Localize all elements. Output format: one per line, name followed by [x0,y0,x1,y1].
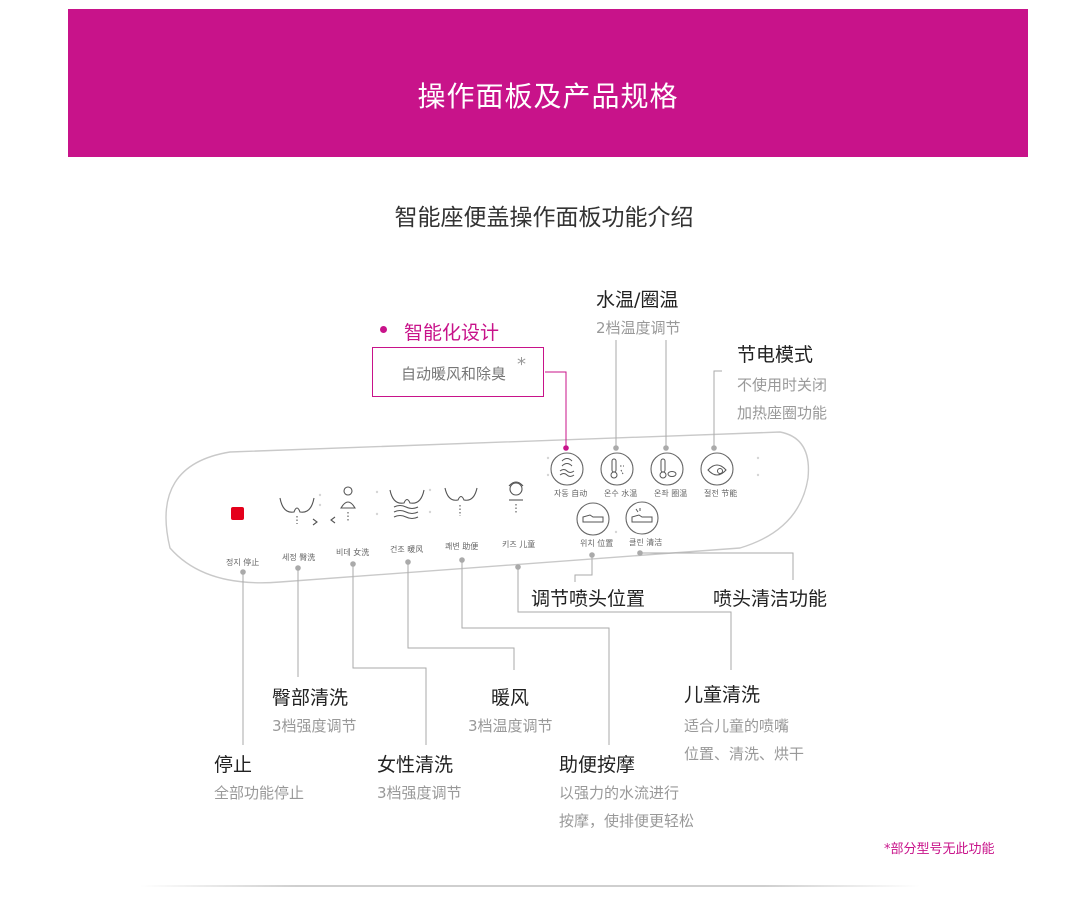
rear-wash-icon [279,497,318,526]
nozzle-clean-button [625,501,659,535]
smart-design-callout: 自动暖风和除臭 * [372,347,544,397]
panel-dots [318,456,760,534]
panel-outline [165,431,810,584]
female-wash-title: 女性清洗 [377,754,454,776]
eco-power-icon [707,464,727,476]
water-panel-label: 온수 水温 [604,488,637,498]
female-wash-desc: 3档强度调节 [377,784,462,802]
fan-deodorize-icon [559,458,575,477]
kids-panel-label: 키즈 儿童 [502,539,535,549]
seat-panel-label: 온좌 圈温 [654,489,687,498]
eco-title: 节电模式 [737,344,814,366]
eco-desc-1: 不使用时关闭 [737,376,828,394]
leader-dots [240,445,717,575]
eco-button [700,452,734,486]
section-title: 智能座便盖操作面板功能介绍 [394,205,694,231]
dry-air-icon [389,489,425,520]
rear-wash-title: 臀部清洗 [272,687,349,709]
seat-temp-button [650,452,684,486]
kids-wash-desc-2: 位置、清洗、烘干 [684,745,805,763]
bottom-divider [140,885,920,887]
smart-design-title: 智能化设计 [404,322,500,344]
page-title: 操作面板及产品规格 [417,80,679,113]
position-panel-label: 위치 位置 [580,538,613,548]
massage-desc-1: 以强力的水流进行 [559,784,680,802]
nozzle-position-title: 调节喷头位置 [531,588,646,610]
stop-title: 停止 [214,754,253,776]
massage-title: 助便按摩 [559,754,636,776]
nozzle-clean-icon [631,508,653,523]
clean-panel-label: 클린 清洁 [629,537,662,547]
smart-design-desc: 自动暖风和除臭 [401,365,507,383]
rear-wash-panel-label: 세정 臀洗 [282,552,315,562]
water-thermometer-icon [610,458,624,479]
water-temp-button [600,452,634,486]
warm-air-title: 暖风 [491,687,530,709]
female-wash-panel-label: 비데 女洗 [336,547,369,557]
water-temp-title: 水温/圈温 [596,289,679,311]
bullet-dot [380,326,387,333]
header-banner: 操作面板及产品规格 [68,9,1028,157]
leader-lines [242,340,794,745]
dry-panel-label: 건조 暖风 [390,544,423,554]
kids-wash-desc-1: 适合儿童的喷嘴 [684,717,790,735]
female-wash-icon [330,486,356,524]
auto-panel-label: 자동 自动 [554,488,587,498]
massage-icon [444,487,478,516]
rear-wash-desc: 3档强度调节 [272,717,357,735]
massage-panel-label: 쾌변 助便 [445,541,478,551]
nozzle-clean-title: 喷头清洁功能 [713,588,828,610]
footnote-star: * [517,354,526,375]
footnote: *部分型号无此功能 [884,842,995,857]
nozzle-position-button [576,502,610,536]
kids-icon [508,481,524,514]
nozzle-position-icon [582,514,604,523]
eco-desc-2: 加热座圈功能 [737,404,828,422]
auto-fan-button [550,452,584,486]
massage-desc-2: 按摩，使排便更轻松 [559,812,695,830]
seat-thermometer-icon [659,458,677,479]
stop-button [231,507,244,520]
kids-wash-title: 儿童清洗 [684,684,761,706]
stop-panel-label: 정지 停止 [226,557,259,567]
warm-air-desc: 3档温度调节 [468,717,553,735]
stop-desc: 全部功能停止 [214,784,305,802]
eco-panel-label: 절전 节能 [704,488,737,498]
water-temp-desc: 2档温度调节 [596,319,681,337]
